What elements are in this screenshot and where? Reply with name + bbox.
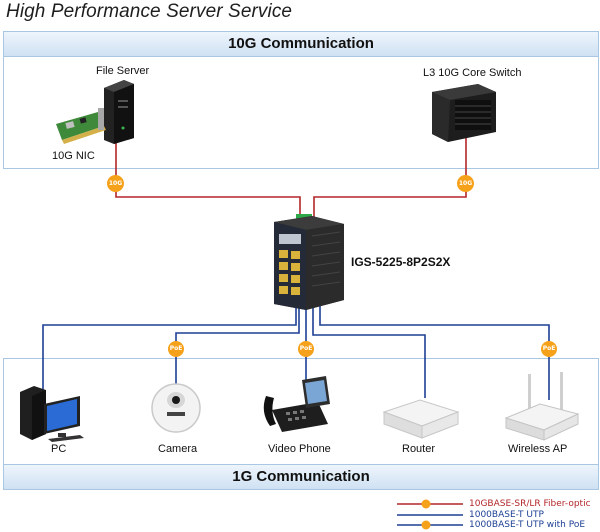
badge-label: PoE	[169, 345, 183, 352]
badge-poe-camera: PoE	[168, 341, 184, 357]
camera-icon	[151, 383, 201, 433]
fiber-links	[115, 138, 467, 218]
bottom-banner: 1G Communication	[4, 464, 598, 489]
badge-10g-core-switch: 10G	[457, 175, 474, 192]
badge-poe-wireless-ap: PoE	[541, 341, 557, 357]
label-router: Router	[402, 443, 436, 455]
utp-link-wireless-ap	[319, 302, 550, 400]
legend-poe-badge-icon	[421, 520, 431, 530]
utp-link-camera	[175, 302, 300, 385]
badge-10g-file-server: 10G	[107, 175, 124, 192]
legend-fiber-badge-icon	[421, 499, 431, 509]
label-video-phone: Video Phone	[268, 443, 331, 455]
page-title: High Performance Server Service	[6, 1, 293, 22]
industrial-switch-icon	[274, 214, 344, 310]
core-switch-icon	[432, 84, 496, 142]
utp-links	[42, 302, 550, 400]
top-panel: 10G Communication	[3, 31, 599, 169]
fiber-link-file-server	[115, 138, 301, 218]
label-file-server: File Server	[96, 65, 150, 77]
wireless-ap-icon	[504, 372, 580, 441]
label-wireless-ap: Wireless AP	[508, 443, 568, 455]
badge-label: 10G	[108, 180, 123, 187]
utp-link-pc	[42, 302, 297, 392]
label-switch-model: IGS-5225-8P2S2X	[351, 255, 451, 269]
badge-poe-video-phone: PoE	[298, 341, 314, 357]
pc-icon	[20, 386, 84, 442]
utp-link-router	[312, 302, 426, 398]
label-nic: 10G NIC	[52, 150, 95, 162]
legend-utp-label: 1000BASE-T UTP	[469, 510, 544, 520]
file-server-icon	[104, 80, 134, 144]
label-camera: Camera	[158, 443, 198, 455]
nic-card-icon	[56, 108, 106, 144]
video-phone-icon	[263, 376, 330, 432]
label-core-switch: L3 10G Core Switch	[423, 67, 522, 79]
label-pc: PC	[51, 443, 67, 455]
badge-label: PoE	[542, 345, 556, 352]
legend-lines	[397, 499, 463, 530]
badge-label: PoE	[299, 345, 313, 352]
fiber-link-core-switch	[313, 138, 467, 218]
legend-fiber-label: 10GBASE-SR/LR Fiber-optic	[469, 499, 591, 509]
router-icon	[382, 399, 460, 439]
legend-poe-label: 1000BASE-T UTP with PoE	[469, 520, 586, 530]
top-banner: 10G Communication	[4, 32, 598, 57]
badge-label: 10G	[458, 180, 473, 187]
